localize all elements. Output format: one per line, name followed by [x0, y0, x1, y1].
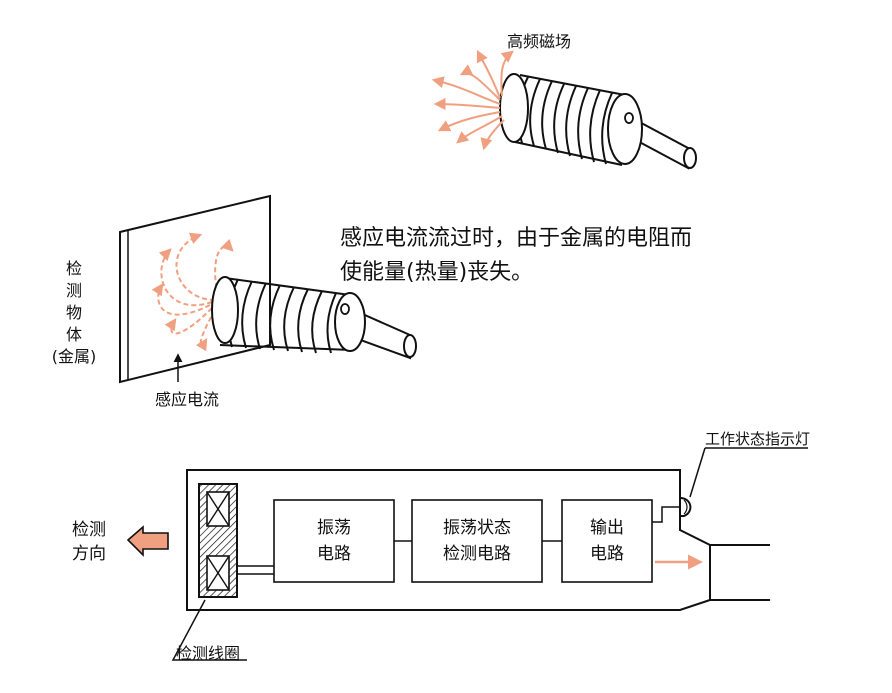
detection-direction-label: 检测 方向	[72, 518, 106, 566]
indicator-lamp-label: 工作状态指示灯	[705, 430, 811, 448]
indicator-lamp	[679, 496, 692, 517]
direction-label-line: 方向	[72, 544, 106, 564]
block-label-line: 电路	[590, 544, 624, 564]
block-label-line: 输出	[590, 518, 624, 538]
block-label-line: 振荡	[317, 518, 351, 538]
block-label-line: 检测电路	[443, 544, 511, 564]
output-circuit-block	[561, 499, 653, 583]
explanation-text: 感应电流流过时，由于金属的电阻而 使能量(热量)丧失。	[340, 222, 692, 290]
target-label-line: 测	[65, 281, 82, 300]
induced-current-label: 感应电流	[155, 390, 220, 409]
oscillation-circuit-block	[273, 499, 395, 583]
target-label-line: (金属)	[51, 347, 97, 366]
block-label-line: 振荡状态	[443, 518, 511, 538]
target-label-line: 物	[65, 303, 82, 322]
explanation-line: 使能量(热量)丧失。	[340, 260, 534, 285]
oscillation-circuit-label: 振荡 电路	[274, 515, 394, 567]
top-sensor	[431, 49, 697, 170]
detection-coil-label: 检测线圈	[176, 644, 241, 663]
oscillation-detect-circuit-label: 振荡状态 检测电路	[412, 515, 542, 567]
target-label: 检 测 物 体 (金属)	[52, 258, 97, 368]
target-assembly	[119, 194, 417, 384]
high-frequency-field-label: 高频磁场	[507, 32, 572, 51]
detection-direction-arrow	[126, 525, 169, 557]
output-circuit-label: 输出 电路	[562, 515, 652, 567]
target-label-line: 体	[65, 325, 82, 344]
block-diagram	[126, 447, 808, 661]
detection-coil	[198, 483, 238, 598]
target-label-line: 检	[65, 259, 82, 278]
block-label-line: 电路	[317, 544, 351, 564]
high-frequency-field-arrows	[431, 49, 514, 151]
metal-target-plate	[119, 194, 271, 384]
oscillation-detect-circuit-block	[411, 499, 543, 583]
explanation-line: 感应电流流过时，由于金属的电阻而	[340, 226, 693, 251]
direction-label-line: 检测	[72, 520, 106, 540]
